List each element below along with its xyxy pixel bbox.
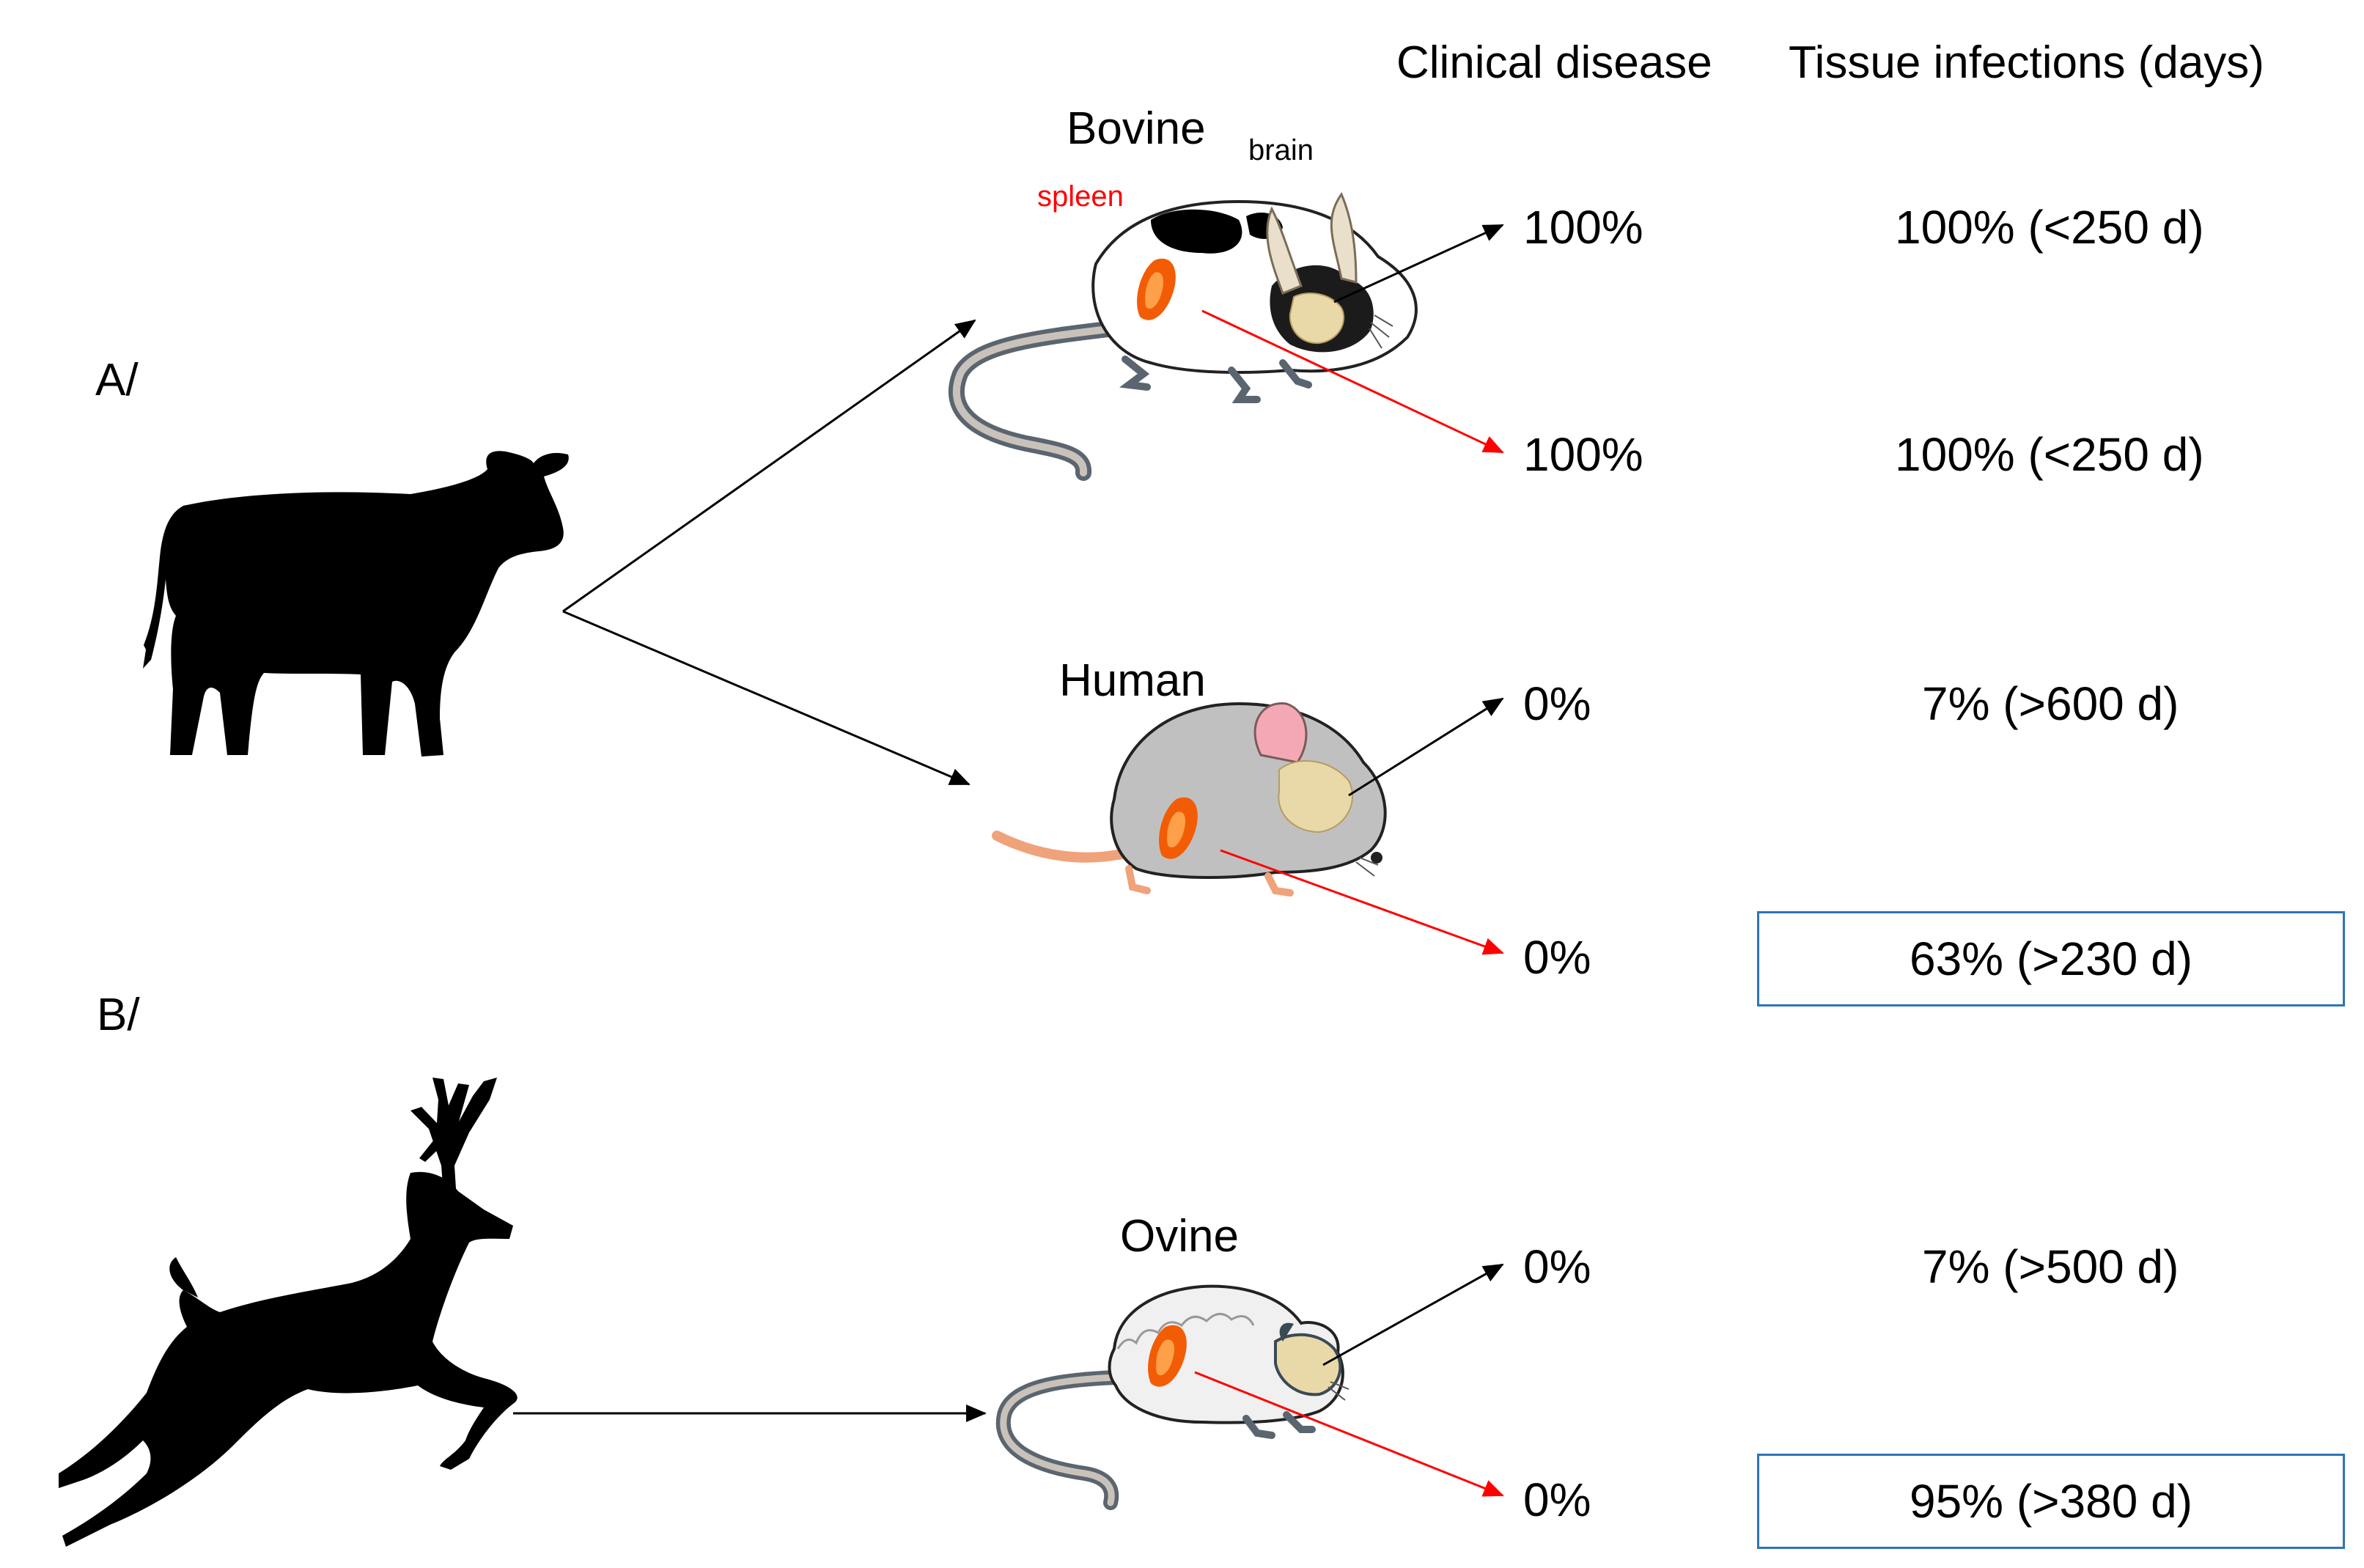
human-spleen-tissue: 63% (>230 d) <box>1909 932 2193 985</box>
human-brain-clinical: 0% <box>1523 677 1591 730</box>
bovine-label: Bovine <box>1067 103 1206 154</box>
deer-silhouette-icon <box>59 1078 518 1547</box>
spleen-label: spleen <box>1037 180 1124 213</box>
bovine-brain-clinical: 100% <box>1523 201 1643 254</box>
ovine-brain-arrow <box>1322 1263 1504 1366</box>
bovine-spleen-tissue: 100% (<250 d) <box>1895 428 2204 481</box>
ovine-brain-clinical: 0% <box>1523 1240 1591 1293</box>
ovine-mouse-icon <box>995 1284 1349 1510</box>
human-spleen-arrow <box>1220 849 1504 955</box>
ovine-spleen-tissue: 95% (>380 d) <box>1909 1475 2193 1528</box>
bovine-mouse-icon <box>949 191 1418 481</box>
bovine-brain-tissue: 100% (<250 d) <box>1895 201 2204 254</box>
panel-b-label: B/ <box>97 990 140 1040</box>
brain-label: brain <box>1248 134 1314 166</box>
cow-to-human-arrow <box>562 610 971 786</box>
ovine-spleen-tissue-box: 95% (>380 d) <box>1757 1454 2345 1549</box>
human-mouse-icon <box>992 702 1387 897</box>
bovine-brain-arrow <box>1333 224 1504 303</box>
panel-a-label: A/ <box>95 355 139 405</box>
clinical-disease-header: Clinical disease <box>1396 37 1712 88</box>
human-spleen-tissue-box: 63% (>230 d) <box>1757 911 2345 1006</box>
ovine-spleen-clinical: 0% <box>1523 1473 1591 1526</box>
cow-silhouette-icon <box>143 451 569 757</box>
human-label: Human <box>1059 655 1206 706</box>
ovine-brain-tissue: 7% (>500 d) <box>1922 1240 2179 1293</box>
human-spleen-clinical: 0% <box>1523 931 1591 984</box>
bovine-spleen-arrow <box>1201 309 1504 454</box>
human-brain-arrow <box>1348 697 1504 797</box>
bovine-spleen-clinical: 100% <box>1523 428 1643 481</box>
tissue-infections-header: Tissue infections (days) <box>1789 37 2264 88</box>
cow-to-bovine-arrow <box>562 319 976 613</box>
ovine-label: Ovine <box>1120 1211 1239 1262</box>
human-brain-tissue: 7% (>600 d) <box>1922 677 2179 730</box>
ovine-spleen-arrow <box>1194 1371 1504 1497</box>
